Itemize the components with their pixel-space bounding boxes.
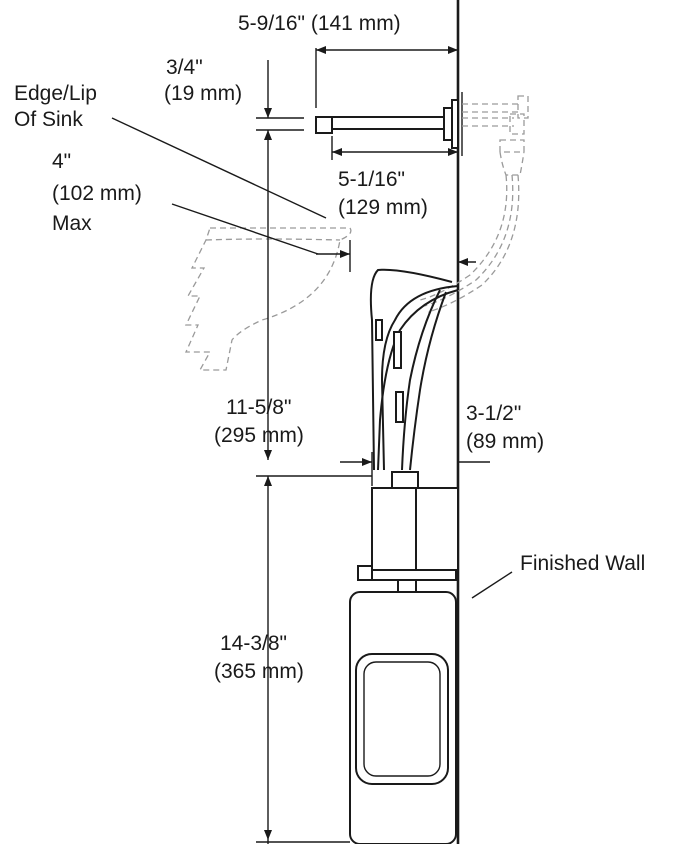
sink-rim-line xyxy=(205,238,341,241)
control-box xyxy=(357,471,459,581)
lower-height-label-1: 14-3/8" xyxy=(220,632,287,655)
sink-offset-label-1: 4" xyxy=(52,150,71,173)
lower-height-label-2: (365 mm) xyxy=(214,660,304,683)
finished-wall-label: Finished Wall xyxy=(520,552,645,575)
spout-height-label-1: 3/4" xyxy=(166,56,203,79)
upper-height-label-2: (295 mm) xyxy=(214,424,304,447)
upper-height-label-1: 11-5/8" xyxy=(226,396,291,419)
spout-height-label-2: (19 mm) xyxy=(164,82,242,105)
sink-edge-label-2: Of Sink xyxy=(14,108,83,131)
finished-wall-leader xyxy=(471,571,513,599)
dimension-lines xyxy=(111,46,490,844)
spout-length-label: 5-9/16" (141 mm) xyxy=(238,12,401,35)
spout-reach-label-1: 5-1/16" xyxy=(338,168,405,191)
hoses xyxy=(369,268,459,471)
spout xyxy=(315,92,463,156)
wall-offset-label-2: (89 mm) xyxy=(466,430,544,453)
behind-wall-rough-in xyxy=(419,95,529,313)
sink-offset-label-3: Max xyxy=(52,212,92,235)
soap-container xyxy=(349,579,457,844)
wall-offset-label-1: 3-1/2" xyxy=(466,402,521,425)
sink-offset-label-2: (102 mm) xyxy=(52,182,142,205)
spout-reach-label-2: (129 mm) xyxy=(338,196,428,219)
sink-edge-label-1: Edge/Lip xyxy=(14,82,97,105)
